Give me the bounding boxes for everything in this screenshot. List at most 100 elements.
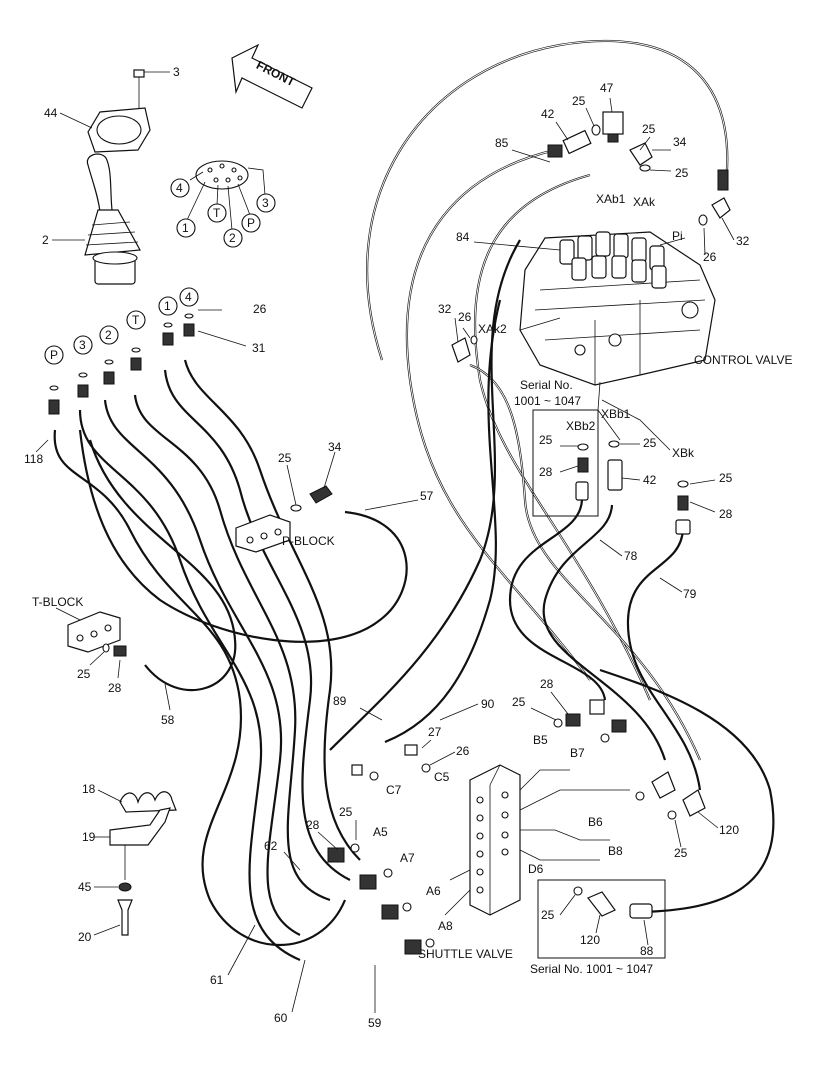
part-57: 57 — [420, 489, 434, 503]
clamp-hardware — [93, 789, 177, 936]
port-a8: A8 — [438, 919, 453, 933]
part-62: 62 — [264, 839, 278, 853]
part-85: 85 — [495, 136, 509, 150]
part-78: 78 — [624, 549, 638, 563]
serial-note-top-line2: 1001 ~ 1047 — [514, 394, 581, 408]
part-25b: 25 — [77, 667, 91, 681]
port-labels: XAb1 XAk XAk2 Pi XBb2 XBb1 XBk B5 B7 C5 … — [373, 192, 695, 933]
port-4-callout: 4 — [176, 181, 183, 195]
port-a6: A6 — [426, 884, 441, 898]
part-25g: 25 — [643, 436, 657, 450]
hose-xbb2 — [508, 499, 607, 701]
part-42b: 42 — [643, 473, 657, 487]
part-28a: 28 — [108, 681, 122, 695]
port-a7: A7 — [400, 851, 415, 865]
hose-port-2 — [103, 399, 301, 936]
part-118: 118 — [24, 452, 43, 466]
hose-port-3-label: 3 — [79, 338, 86, 352]
hose-79 — [626, 529, 702, 791]
part-61: 61 — [210, 973, 224, 987]
port-xbb1: XBb1 — [601, 407, 631, 421]
part-18: 18 — [82, 782, 96, 796]
port-b6: B6 — [588, 815, 603, 829]
shuttle-valve-label: SHUTTLE VALVE — [418, 947, 513, 961]
hose-90 — [384, 299, 502, 744]
part-28d: 28 — [540, 677, 554, 691]
part-58: 58 — [161, 713, 175, 727]
part-59: 59 — [368, 1016, 382, 1030]
part-25d: 25 — [642, 122, 656, 136]
port-d6: D6 — [528, 862, 544, 876]
control-valve: CONTROL VALVE — [519, 231, 792, 386]
port-p-callout: P — [247, 216, 255, 230]
part-47: 47 — [600, 81, 614, 95]
port-xak: XAk — [633, 195, 656, 209]
joystick-assembly — [52, 69, 266, 285]
part-26a: 26 — [253, 302, 267, 316]
part-25h: 25 — [719, 471, 733, 485]
port-1-callout: 1 — [182, 221, 189, 235]
port-xak2: XAk2 — [478, 322, 507, 336]
serial-note-bottom: Serial No. 1001 ~ 1047 — [530, 962, 653, 976]
hose-port-4-label: 4 — [185, 290, 192, 304]
port-xab1: XAb1 — [596, 192, 626, 206]
p-block: P-BLOCK — [235, 451, 419, 553]
control-valve-fittings — [451, 111, 731, 535]
part-25k: 25 — [674, 846, 688, 860]
part-32a: 32 — [736, 234, 750, 248]
part-34a: 34 — [328, 440, 342, 454]
part-28b: 28 — [539, 465, 553, 479]
hose-end-callouts: 1 4 T 2 3 P — [44, 287, 199, 365]
part-88: 88 — [640, 944, 654, 958]
shuttle-fittings — [327, 699, 706, 955]
port-xbb2: XBb2 — [566, 419, 596, 433]
part-25f: 25 — [539, 433, 553, 447]
hose-group — [53, 39, 775, 962]
serial-note-top-line1: Serial No. — [520, 378, 573, 392]
part-3: 3 — [173, 65, 180, 79]
part-120b: 120 — [580, 933, 600, 947]
hose-port-1-label: 1 — [164, 299, 171, 313]
part-31: 31 — [252, 341, 266, 355]
part-25i: 25 — [512, 695, 526, 709]
serial-box-top: Serial No. 1001 ~ 1047 — [514, 378, 599, 517]
part-28c: 28 — [719, 507, 733, 521]
port-pi: Pi — [672, 229, 683, 243]
serial-box-bottom: Serial No. 1001 ~ 1047 — [530, 879, 666, 976]
hose-port-4 — [183, 359, 361, 861]
hose-port-t — [133, 394, 331, 902]
part-26c: 26 — [458, 310, 472, 324]
front-arrow: FRONT — [231, 43, 313, 109]
hose-58 — [88, 439, 237, 692]
part-20: 20 — [78, 930, 92, 944]
part-19: 19 — [82, 830, 96, 844]
port-c7: C7 — [386, 783, 402, 797]
part-89: 89 — [333, 694, 347, 708]
part-26d: 26 — [456, 744, 470, 758]
part-84: 84 — [456, 230, 470, 244]
port-2-callout: 2 — [229, 231, 236, 245]
joystick-lever — [86, 153, 113, 213]
part-25a: 25 — [278, 451, 292, 465]
port-t-callout: T — [213, 206, 221, 220]
joystick-fittings — [35, 309, 247, 453]
port-b5: B5 — [533, 733, 548, 747]
t-block-label: T-BLOCK — [32, 595, 83, 609]
control-valve-label: CONTROL VALVE — [694, 353, 792, 367]
port-c5: C5 — [434, 770, 450, 784]
part-25c: 25 — [572, 94, 586, 108]
hose-port-3 — [78, 409, 301, 962]
p-block-label: P-BLOCK — [282, 534, 335, 548]
t-block: T-BLOCK — [32, 595, 171, 711]
part-26b: 26 — [703, 250, 717, 264]
part-28e: 28 — [306, 818, 320, 832]
part-27: 27 — [428, 725, 442, 739]
part-44: 44 — [44, 106, 58, 120]
hose-port-p — [53, 429, 347, 946]
leader-lines — [227, 97, 735, 1013]
part-25j: 25 — [339, 805, 353, 819]
hose-port-t-label: T — [132, 313, 140, 327]
hose-port-2-label: 2 — [105, 328, 112, 342]
part-90: 90 — [481, 697, 495, 711]
part-32b: 32 — [438, 302, 452, 316]
